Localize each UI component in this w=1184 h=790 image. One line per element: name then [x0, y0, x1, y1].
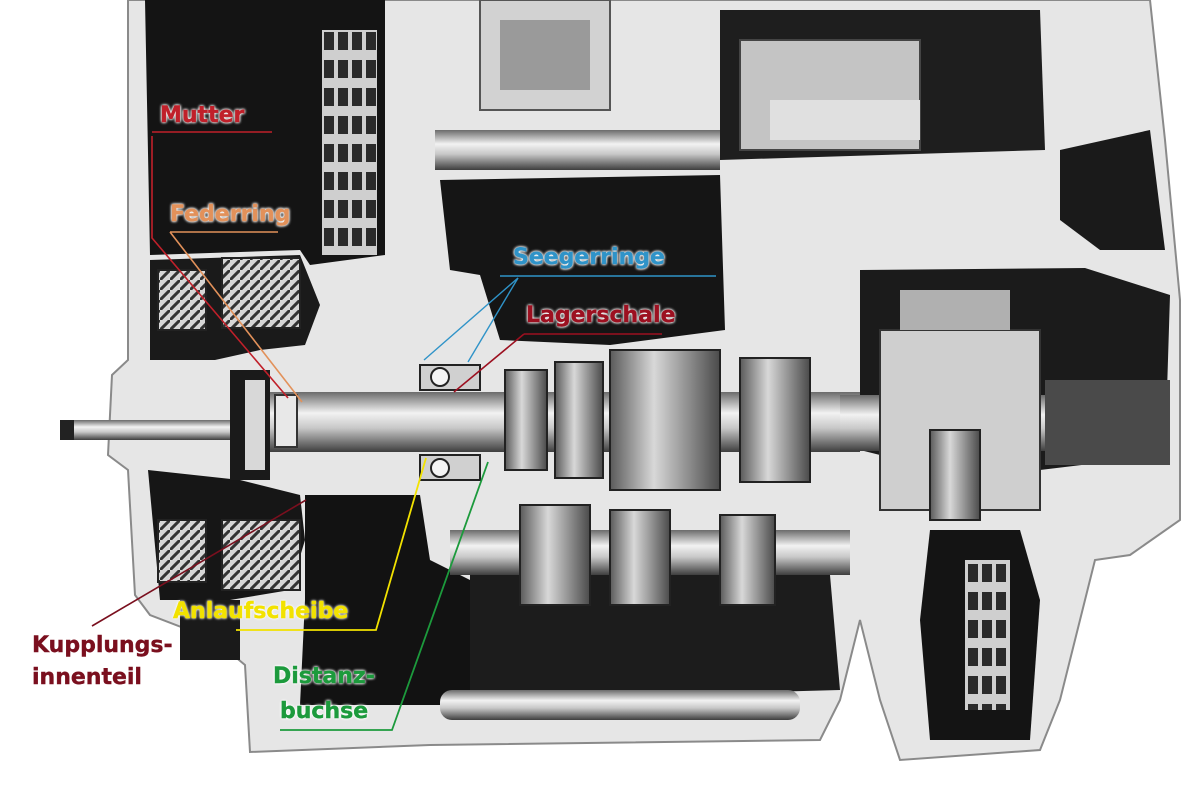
- label-lagerschale: Lagerschale: [526, 303, 676, 328]
- seegerringe-leader-line-left: [423, 277, 519, 361]
- label-kupplungsinnenteil-line1: Kupplungs-: [32, 633, 173, 658]
- label-distanzbuchse-line1: Distanz-: [273, 664, 375, 689]
- kupplungsinnenteil-leader-line: [91, 499, 307, 627]
- mutter-leader-line: [151, 136, 289, 399]
- label-mutter: Mutter: [160, 103, 245, 128]
- lagerschale-leader-line: [453, 333, 525, 393]
- label-anlaufscheibe: Anlaufscheibe: [173, 599, 349, 624]
- federring-leader-line: [169, 231, 303, 403]
- seegerringe-leader-line-right: [467, 277, 519, 363]
- label-federring: Federring: [170, 202, 291, 227]
- label-kupplungsinnenteil-line2: innenteil: [32, 665, 142, 690]
- anlaufscheibe-leader-line: [236, 457, 427, 631]
- distanzbuchse-leader-line: [280, 461, 489, 731]
- label-seegerringe: Seegerringe: [513, 245, 665, 270]
- label-distanzbuchse-line2: buchse: [280, 699, 369, 724]
